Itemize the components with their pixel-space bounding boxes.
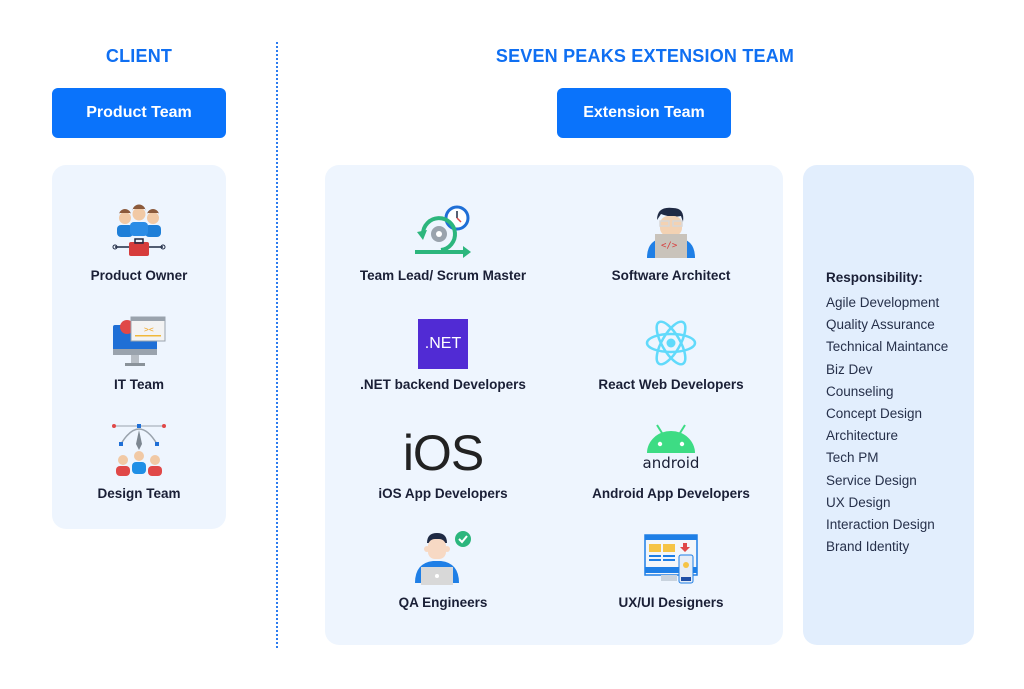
extension-panel bbox=[325, 165, 783, 645]
role-label: Product Owner bbox=[90, 268, 188, 283]
role-label: React Web Developers bbox=[598, 377, 744, 392]
role-label: Design Team bbox=[97, 486, 181, 501]
responsibility-item: Interaction Design bbox=[826, 517, 935, 533]
role-qa-engineers: QA Engineers bbox=[333, 525, 553, 610]
role-label: Team Lead/ Scrum Master bbox=[359, 268, 527, 283]
role-react-developers: React Web Developers bbox=[561, 307, 781, 392]
responsibility-item: Architecture bbox=[826, 428, 899, 444]
role-software-architect: </> Software Architect bbox=[561, 198, 781, 283]
role-product-owner: Product Owner bbox=[29, 198, 249, 283]
role-label: UX/UI Designers bbox=[618, 595, 724, 610]
role-label: .NET backend Developers bbox=[360, 377, 526, 392]
role-ux-ui-designers: UX/UI Designers bbox=[561, 525, 781, 610]
responsibility-item: Technical Maintance bbox=[826, 339, 949, 355]
extension-team-button[interactable]: Extension Team bbox=[557, 88, 731, 138]
extension-heading: SEVEN PEAKS EXTENSION TEAM bbox=[495, 46, 795, 66]
responsibility-item: Biz Dev bbox=[826, 361, 873, 377]
developer-laptop-icon: </> bbox=[643, 198, 699, 260]
scrum-cycle-icon bbox=[413, 198, 473, 260]
responsibility-item: Concept Design bbox=[826, 406, 923, 422]
responsibility-title: Responsibility: bbox=[826, 270, 923, 285]
android-logo-text: android bbox=[642, 454, 700, 472]
ios-logo-text: iOS bbox=[402, 425, 484, 481]
responsibility-item: Counseling bbox=[826, 383, 894, 399]
role-ios-developers: iOS iOS App Developers bbox=[333, 416, 553, 501]
dotnet-logo-icon: .NET bbox=[418, 307, 468, 369]
team-toolbox-icon bbox=[111, 198, 167, 260]
responsibility-item: Tech PM bbox=[826, 450, 879, 466]
role-design-team: Design Team bbox=[29, 416, 249, 501]
product-team-button[interactable]: Product Team bbox=[52, 88, 226, 138]
role-label: iOS App Developers bbox=[378, 486, 508, 501]
client-heading: CLIENT bbox=[105, 46, 173, 66]
responsibility-item: Service Design bbox=[826, 472, 917, 488]
role-it-team: >< IT Team bbox=[29, 307, 249, 392]
responsibility-list: Agile Development Quality Assurance Tech… bbox=[826, 292, 948, 558]
responsibility-item: Brand Identity bbox=[826, 539, 910, 555]
responsibility-item: Agile Development bbox=[826, 295, 940, 310]
android-logo-icon: android bbox=[642, 416, 700, 478]
responsibility-item: Quality Assurance bbox=[826, 317, 935, 333]
svg-text:</>: </> bbox=[661, 241, 678, 251]
responsibility-panel bbox=[803, 165, 974, 645]
role-label: QA Engineers bbox=[398, 595, 488, 610]
svg-text:><: >< bbox=[144, 325, 154, 334]
react-logo-icon bbox=[643, 307, 699, 369]
bezier-design-team-icon bbox=[111, 416, 167, 478]
role-label: Software Architect bbox=[611, 268, 731, 283]
ios-logo-icon: iOS bbox=[402, 416, 484, 481]
ui-design-screen-icon bbox=[643, 525, 699, 587]
section-divider bbox=[276, 42, 278, 648]
role-android-developers: android Android App Developers bbox=[561, 416, 781, 501]
qa-engineer-check-icon bbox=[413, 525, 473, 587]
role-label: IT Team bbox=[113, 377, 164, 392]
monitor-code-icon: >< bbox=[111, 307, 167, 369]
dotnet-logo-text: .NET bbox=[418, 319, 468, 369]
role-team-lead: Team Lead/ Scrum Master bbox=[333, 198, 553, 283]
role-dotnet-developers: .NET .NET backend Developers bbox=[333, 307, 553, 392]
role-label: Android App Developers bbox=[592, 486, 750, 501]
responsibility-item: UX Design bbox=[826, 494, 891, 510]
